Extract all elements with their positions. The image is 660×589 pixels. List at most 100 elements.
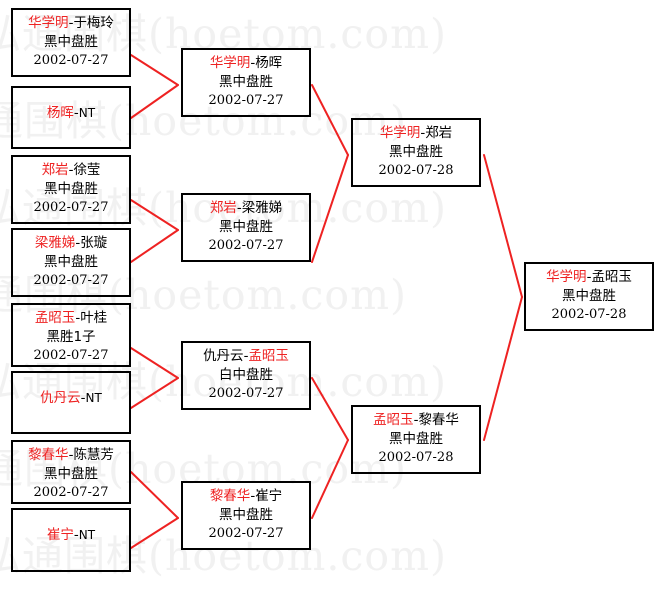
player-loser: 梁雅娣: [241, 200, 283, 216]
dash: -: [236, 200, 242, 216]
dash: -: [73, 527, 79, 543]
match-box-r1m7[interactable]: 黎春华-陈慧芳 黑中盘胜 2002-07-27: [11, 440, 131, 504]
player-winner: 郑岩: [41, 162, 69, 178]
pairing-r2m1: 华学明-杨晖: [183, 54, 309, 73]
match-box-r2m3[interactable]: 仇丹云-孟昭玉 白中盘胜 2002-07-27: [181, 341, 311, 410]
dash: -: [420, 125, 426, 141]
player-bye-label: NT: [78, 106, 96, 120]
pairing-r2m4: 黎春华-崔宁: [183, 487, 309, 506]
player-winner: 仇丹云: [40, 390, 81, 406]
match-result: 黑中盘胜: [219, 74, 273, 91]
match-box-r1m6[interactable]: 仇丹云-NT: [11, 371, 131, 434]
match-result: 黑中盘胜: [389, 144, 443, 161]
player-loser: 孟昭玉: [591, 269, 632, 285]
match-result: 黑中盘胜: [562, 288, 616, 305]
match-result: 黑中盘胜: [389, 431, 443, 448]
match-date: 2002-07-27: [33, 485, 109, 501]
dash: -: [586, 269, 592, 285]
player-loser: 叶桂: [80, 310, 108, 326]
dash: -: [68, 447, 74, 463]
pairing-final: 华学明-孟昭玉: [526, 268, 652, 287]
pairing-r1m4: 梁雅娣-张璇: [13, 234, 129, 253]
dash: -: [75, 310, 81, 326]
player-winner: 华学明: [379, 125, 421, 141]
match-box-r1m4[interactable]: 梁雅娣-张璇 黑中盘胜 2002-07-27: [11, 228, 131, 297]
match-date: 2002-07-27: [33, 53, 109, 69]
match-box-r1m5[interactable]: 孟昭玉-叶桂 黑胜1子 2002-07-27: [11, 303, 131, 367]
player-loser: 于梅玲: [73, 15, 114, 31]
player-bye-label: NT: [85, 391, 102, 405]
dash: -: [413, 412, 419, 428]
dash: -: [73, 105, 79, 121]
pairing-r1m2: 杨晖-NT: [13, 104, 129, 123]
dash: -: [80, 390, 86, 406]
match-date: 2002-07-27: [208, 386, 284, 402]
player-winner: 华学明: [28, 15, 69, 31]
player-winner: 崔宁: [46, 527, 74, 543]
match-date: 2002-07-27: [208, 93, 284, 109]
pairing-r3m2: 孟昭玉-黎春华: [353, 411, 479, 430]
match-date: 2002-07-27: [208, 526, 284, 542]
match-date: 2002-07-27: [33, 200, 109, 216]
match-box-r1m2[interactable]: 杨晖-NT: [11, 86, 131, 149]
player-winner: 郑岩: [209, 200, 237, 216]
match-result: 黑中盘胜: [219, 219, 273, 236]
player-loser: 仇丹云: [203, 348, 244, 364]
player-loser: 黎春华: [418, 412, 459, 428]
dash: -: [250, 488, 256, 504]
match-result: 黑中盘胜: [44, 254, 98, 271]
pairing-r2m3: 仇丹云-孟昭玉: [183, 347, 309, 366]
player-winner: 华学明: [209, 55, 251, 71]
match-date: 2002-07-27: [208, 238, 284, 254]
player-winner: 孟昭玉: [248, 348, 289, 364]
match-box-final[interactable]: 华学明-孟昭玉 黑中盘胜 2002-07-28: [524, 262, 654, 331]
pairing-r2m2: 郑岩-梁雅娣: [183, 199, 309, 218]
player-loser: 陈慧芳: [73, 447, 114, 463]
player-bye-label: NT: [78, 528, 96, 542]
player-loser: 郑岩: [425, 125, 453, 141]
pairing-r1m6: 仇丹云-NT: [13, 389, 129, 408]
player-loser: 张璇: [80, 235, 108, 251]
match-date: 2002-07-28: [378, 163, 454, 179]
match-date: 2002-07-27: [33, 273, 109, 289]
match-date: 2002-07-27: [33, 348, 109, 364]
player-loser: 徐莹: [73, 162, 101, 178]
player-winner: 孟昭玉: [373, 412, 414, 428]
dash: -: [68, 15, 74, 31]
dash: -: [75, 235, 81, 251]
match-result: 黑中盘胜: [44, 466, 98, 483]
match-box-r1m1[interactable]: 华学明-于梅玲 黑中盘胜 2002-07-27: [11, 8, 131, 77]
pairing-r1m8: 崔宁-NT: [13, 526, 129, 545]
match-result: 黑中盘胜: [219, 507, 273, 524]
pairing-r1m3: 郑岩-徐莹: [13, 161, 129, 180]
match-box-r1m3[interactable]: 郑岩-徐莹 黑中盘胜 2002-07-27: [11, 155, 131, 224]
match-box-r2m1[interactable]: 华学明-杨晖 黑中盘胜 2002-07-27: [181, 48, 311, 117]
pairing-r1m5: 孟昭玉-叶桂: [13, 309, 129, 328]
match-result: 黑胜1子: [46, 329, 96, 346]
match-box-r2m2[interactable]: 郑岩-梁雅娣 黑中盘胜 2002-07-27: [181, 193, 311, 262]
match-box-r1m8[interactable]: 崔宁-NT: [11, 508, 131, 572]
player-winner: 杨晖: [46, 105, 74, 121]
dash: -: [250, 55, 256, 71]
match-date: 2002-07-28: [378, 450, 454, 466]
dash: -: [243, 348, 249, 364]
pairing-r1m1: 华学明-于梅玲: [13, 14, 129, 33]
match-date: 2002-07-28: [551, 307, 627, 323]
match-result: 黑中盘胜: [44, 181, 98, 198]
match-result: 黑中盘胜: [44, 34, 98, 51]
dash: -: [68, 162, 74, 178]
match-box-r3m2[interactable]: 孟昭玉-黎春华 黑中盘胜 2002-07-28: [351, 405, 481, 474]
player-loser: 杨晖: [255, 55, 283, 71]
player-winner: 孟昭玉: [34, 310, 76, 326]
pairing-r3m1: 华学明-郑岩: [353, 124, 479, 143]
match-box-r3m1[interactable]: 华学明-郑岩 黑中盘胜 2002-07-28: [351, 118, 481, 187]
player-winner: 黎春华: [28, 447, 69, 463]
match-result: 白中盘胜: [219, 367, 273, 384]
player-winner: 黎春华: [209, 488, 251, 504]
player-loser: 崔宁: [255, 488, 283, 504]
player-winner: 华学明: [546, 269, 587, 285]
match-box-r2m4[interactable]: 黎春华-崔宁 黑中盘胜 2002-07-27: [181, 481, 311, 550]
player-winner: 梁雅娣: [34, 235, 76, 251]
